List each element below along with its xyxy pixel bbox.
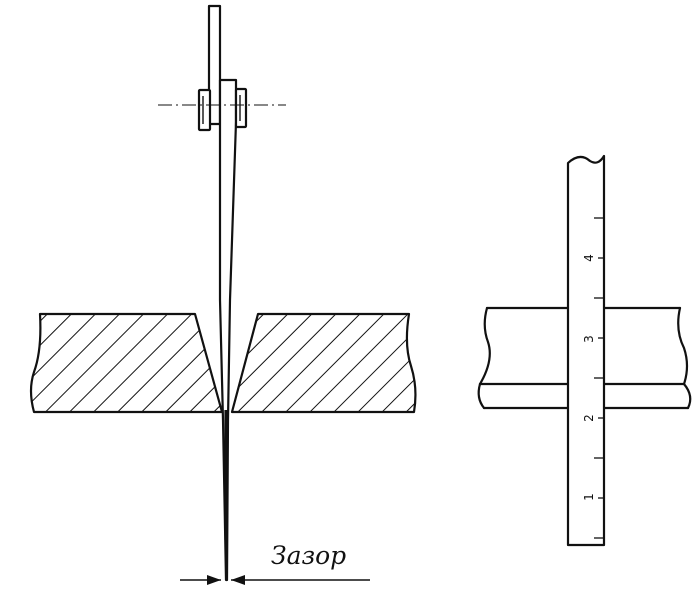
scale-number-4: 4 (582, 254, 596, 262)
gap-dimension (180, 575, 370, 585)
ruler-view: 4 3 2 1 (477, 154, 692, 547)
gauge-pivot-clamp (197, 87, 248, 132)
gap-label: Зазор (271, 541, 346, 570)
gauge-upper-strip (207, 4, 222, 126)
scale-number-3: 3 (582, 335, 596, 343)
left-plate (29, 312, 224, 414)
scale-number-2: 2 (582, 414, 596, 422)
graduated-ruler (566, 154, 606, 547)
scale-number-1: 1 (582, 493, 596, 501)
joint-section-view: Зазор (29, 4, 417, 585)
gauge-blade (218, 78, 238, 582)
right-plate (230, 312, 417, 414)
